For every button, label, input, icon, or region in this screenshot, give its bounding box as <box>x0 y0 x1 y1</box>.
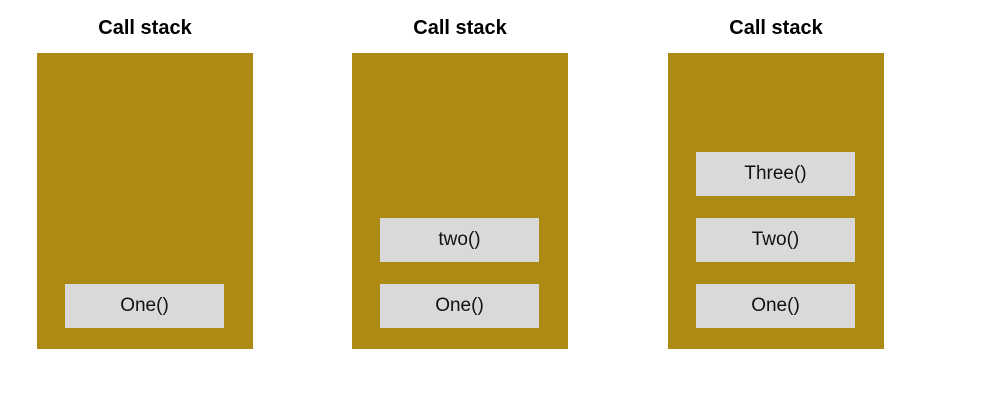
call-stack-1: Call stack One() <box>37 0 253 402</box>
stack-frame-one: One() <box>65 284 224 328</box>
call-stack-1-title: Call stack <box>98 17 192 39</box>
call-stack-3-title: Call stack <box>729 17 823 39</box>
stack-frame-one: One() <box>380 284 539 328</box>
call-stack-3-container: One() Two() Three() <box>668 53 884 349</box>
stack-frame-two: Two() <box>696 218 855 262</box>
stack-frame-two: two() <box>380 218 539 262</box>
stack-frame-one: One() <box>696 284 855 328</box>
call-stack-2-title: Call stack <box>413 17 507 39</box>
call-stack-1-container: One() <box>37 53 253 349</box>
call-stack-2: Call stack One() two() <box>352 0 568 402</box>
call-stack-2-container: One() two() <box>352 53 568 349</box>
call-stack-3: Call stack One() Two() Three() <box>668 0 884 402</box>
stack-frame-three: Three() <box>696 152 855 196</box>
